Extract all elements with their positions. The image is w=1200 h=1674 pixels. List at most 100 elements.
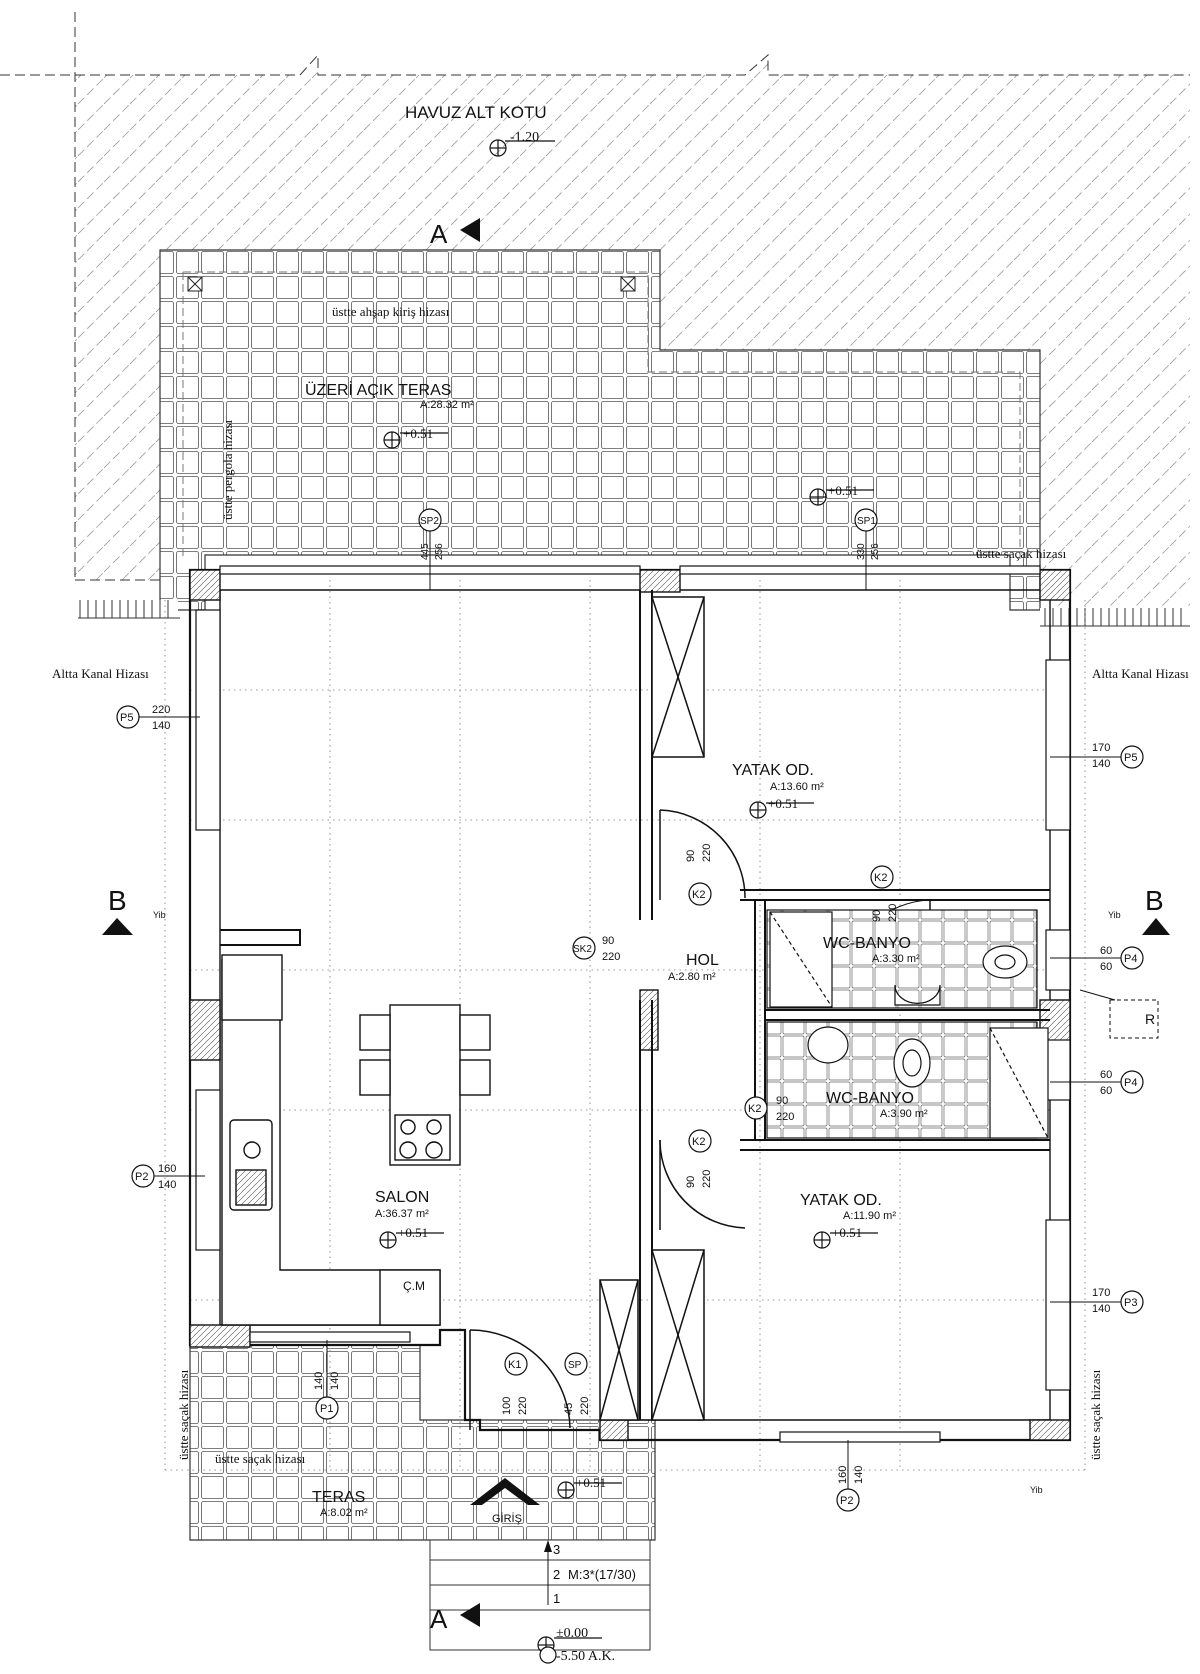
eave-line-left: üstte saçak hizası [176,1369,191,1460]
wc1-name: WC-BANYO [823,935,911,952]
beam-line-label: üstte ahşap kiriş hizası [332,304,450,319]
bedroom1-area: A:13.60 m² [770,781,824,793]
k1-h: 220 [517,1397,529,1415]
level-symbols [379,139,878,1654]
pool-level: -1.20 [510,130,539,145]
yib-left: Yib [153,910,166,920]
sp1-code: SP1 [857,516,876,527]
absolute-level: -5.50 A.K. [556,1649,615,1664]
ground-level: ±0.00 [556,1626,588,1641]
p5-left-w: 220 [152,704,170,716]
p2-left-w: 160 [158,1163,176,1175]
p2-left-code: P2 [135,1171,148,1183]
channel-line-right: Altta Kanal Hizası [1092,666,1189,681]
p2-left-h: 140 [158,1179,176,1191]
bedroom1-level: +0.51 [768,796,798,811]
wc1-area: A:3.30 m² [872,953,920,965]
p2-bottom-h: 140 [853,1466,865,1484]
p5-left-h: 140 [152,720,170,732]
open-terrace-name: ÜZERİ AÇIK TERAS [305,380,451,399]
open-terrace-area: A:28.32 m² [420,399,474,411]
hall-name: HOL [686,952,719,969]
k2-bed1-code: K2 [692,889,705,901]
section-b-right: B [1145,885,1164,916]
r-label: R [1145,1011,1155,1027]
k2-wc2-w: 90 [776,1095,788,1107]
bathrooms [766,909,1049,1139]
wardrobes [599,596,705,1421]
sp1-w: 330 [856,543,867,560]
section-b-left: B [108,885,127,916]
terrace-level: +0.51 [576,1475,606,1490]
bedroom2-name: YATAK OD. [800,1192,882,1209]
k2-bed2-code: K2 [692,1136,705,1148]
k2-wc1-w: 90 [871,910,883,922]
stair-step-3: 3 [553,1542,560,1557]
k2-wc1-code: K2 [874,872,887,884]
k2-wc1-h: 220 [887,904,899,922]
p4-top-w: 60 [1100,945,1112,957]
p2-bottom-code: P2 [840,1495,853,1507]
pool-title: HAVUZ ALT KOTU [405,103,547,122]
entrance-label: GİRİŞ [492,1512,522,1525]
sp2-h: 256 [434,543,445,560]
bedroom2-area: A:11.90 m² [843,1210,896,1222]
wall-columns [189,569,1071,1441]
k2-bed2-w: 90 [685,1176,697,1188]
p1-code: P1 [320,1403,333,1415]
pergola-line-label: üstte pergola hizası [220,419,235,520]
yib-right: Yib [1108,910,1121,920]
eave-line-terrace: üstte saçak hizası [215,1451,306,1466]
section-a-top: A [430,219,448,249]
p3-code: P3 [1124,1297,1137,1309]
p5-right-w: 170 [1092,742,1110,754]
stair-step-2: 2 [553,1567,560,1582]
section-markers [102,218,1170,1627]
p3-w: 170 [1092,1287,1110,1299]
p2-bottom-w: 160 [837,1466,849,1484]
terrace-area: A:8.02 m² [320,1507,368,1519]
terrace-name: TERAS [312,1489,365,1506]
p1-w: 140 [313,1372,325,1390]
sk2-code: SK2 [573,944,592,955]
p4-bottom-code: P4 [1124,1077,1137,1089]
opening-tag-circles [116,508,1144,1664]
p4-top-code: P4 [1124,953,1137,965]
sp1-h: 256 [870,543,881,560]
bedroom2-level: +0.51 [832,1225,862,1240]
salon-name: SALON [375,1189,429,1206]
kitchen [221,954,491,1326]
sp-code: SP [568,1360,582,1371]
yib-bottom: Yib [1030,1485,1043,1495]
sk2-w: 90 [602,935,614,947]
p5-right-code: P5 [1124,752,1137,764]
windows [195,565,1071,1443]
hall-area: A:2.80 m² [668,971,716,983]
p4-bottom-w: 60 [1100,1069,1112,1081]
k1-code: K1 [508,1359,521,1371]
p3-h: 140 [1092,1303,1110,1315]
open-terrace-level: +0.51 [403,426,433,441]
sk2-h: 220 [602,951,620,963]
stair-spec: M:3*(17/30) [568,1567,636,1582]
section-a-bottom: A [430,1604,448,1634]
wc2-area: A:3.90 m² [880,1108,928,1120]
sp-h: 220 [579,1397,591,1415]
k2-wc2-code: K2 [748,1103,761,1115]
p4-bottom-h: 60 [1100,1085,1112,1097]
sp-w: 45 [563,1403,575,1415]
k2-bed1-w: 90 [685,850,697,862]
k2-wc2-h: 220 [776,1111,794,1123]
stair-step-1: 1 [553,1591,560,1606]
p1-h: 140 [329,1372,341,1390]
p4-top-h: 60 [1100,961,1112,973]
eave-line-right: üstte saçak hizası [1088,1369,1103,1460]
sp2-code: SP2 [420,516,439,527]
wc2-name: WC-BANYO [826,1090,914,1107]
salon-level: +0.51 [398,1225,428,1240]
k2-bed2-h: 220 [701,1170,713,1188]
cm-label: Ç.M [403,1279,425,1293]
eave-line-top: üstte saçak hizası [976,546,1067,561]
p5-left-code: P5 [120,712,133,724]
